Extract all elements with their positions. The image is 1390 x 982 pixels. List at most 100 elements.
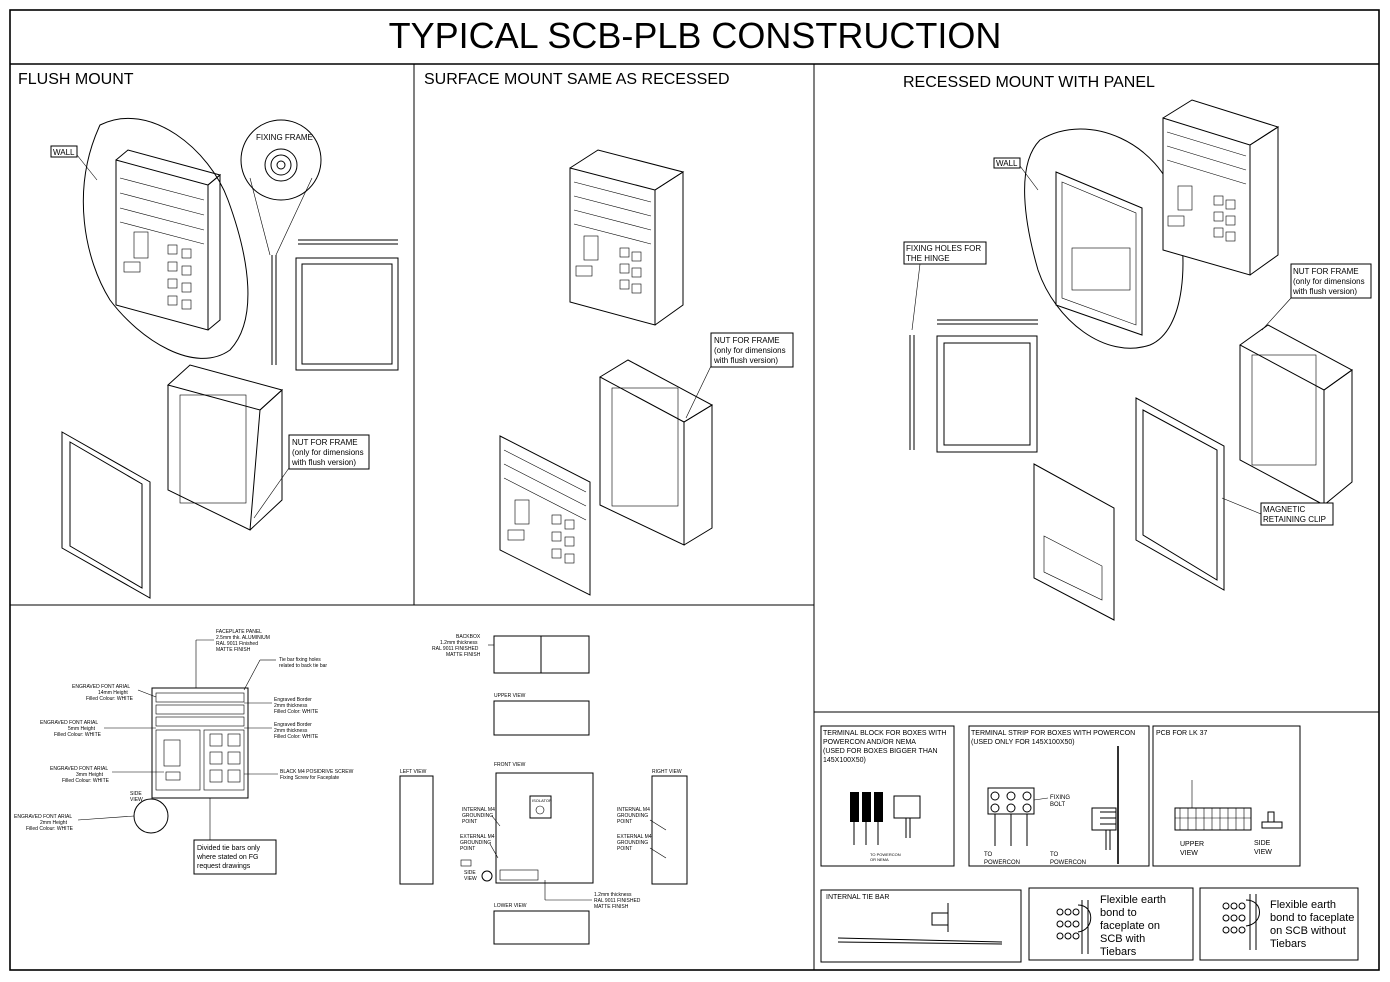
fp-font14-3: Filled Colour: WHITE [86, 696, 134, 702]
hinge-label-1: FIXING HOLES FOR [906, 244, 981, 253]
surface-backbox [598, 359, 714, 423]
fp-font5-3: Filled Colour: WHITE [54, 732, 102, 738]
flush-box-face [115, 159, 209, 331]
earth-with-5: Tiebars [1100, 946, 1137, 958]
int-gnd-r-2: GROUNDING [617, 813, 648, 819]
fp-label-4: MATTE FINISH [216, 647, 251, 653]
flush-nut-label-3: with flush version) [291, 458, 356, 467]
flush-nut-label-2: (only for dimensions [292, 448, 364, 457]
faceplate-detail-section: SIDE VIEW FACEPLATE PANEL 2.5mm thk. ALU… [14, 629, 354, 875]
clip-label-1: MAGNETIC [1263, 505, 1305, 514]
fp-font2-1: ENGRAVED FONT ARIAL [14, 814, 72, 820]
earth-with-1: Flexible earth [1100, 894, 1166, 906]
ov-thick-1: 1.2mm thickness [594, 892, 632, 898]
fixing-frame-label: FIXING FRAME [256, 133, 313, 142]
fp-font5-1: ENGRAVED FONT ARIAL [40, 720, 98, 726]
orthographic-views-section: BACKBOX 1.2mm thickness RAL 9011 FINISHE… [399, 634, 688, 945]
flush-box-details [119, 177, 205, 310]
magnetic-frame [1135, 397, 1225, 591]
ts-to1-1: TO [984, 852, 993, 858]
tb-title-3: (USED FOR BOXES BIGGER THAN [823, 748, 938, 755]
earth-with-2: bond to [1100, 907, 1137, 919]
ext-gnd-r-2: GROUNDING [617, 840, 648, 846]
page-title: TYPICAL SCB-PLB CONSTRUCTION [389, 15, 1002, 56]
fp-tiebar-1: Tie bar fixing holes [279, 657, 321, 663]
recessed-wall-outline [1024, 128, 1184, 349]
ov-thick-2: RAL 9011 FINISHED [594, 898, 641, 904]
lower-view [493, 910, 590, 945]
fp-font2-2: 2mm Height [40, 820, 68, 826]
tb-note-2: OR NEMA [870, 857, 889, 862]
recessed-fixing-frame [936, 335, 1038, 453]
fp-font14-2: 14mm Height [98, 690, 128, 696]
pcb-box [1152, 725, 1301, 867]
ext-gnd-r-1: EXTERNAL M4 [617, 834, 652, 840]
upper-view [493, 700, 590, 736]
fp-font3-1: ENGRAVED FONT ARIAL [50, 766, 108, 772]
left-view-label: LEFT VIEW [400, 769, 427, 775]
recessed-heading: RECESSED MOUNT WITH PANEL [903, 74, 1155, 91]
surface-heading: SURFACE MOUNT SAME AS RECESSED [424, 71, 730, 88]
pcb-upper-2: VIEW [1180, 850, 1198, 857]
int-gnd-r-3: POINT [617, 819, 632, 825]
pcb-side-1: SIDE [1254, 840, 1271, 847]
ts-title-1: TERMINAL STRIP FOR BOXES WITH POWERCON [971, 730, 1135, 737]
internal-tiebar-section: INTERNAL TIE BAR [820, 889, 1022, 963]
divided-note-3: request drawings [197, 863, 251, 870]
ov-side-2: VIEW [464, 876, 477, 882]
wall-label-box [50, 145, 78, 158]
recessed-panel-frame [1055, 171, 1143, 336]
ts-to2-1: TO [1050, 852, 1059, 858]
fp-tiebar-2: related to back tie bar [279, 663, 327, 669]
surface-nut-label-1: NUT FOR FRAME [714, 336, 780, 345]
pcb-title: PCB FOR LK 37 [1156, 730, 1207, 737]
earth-with-4: SCB with [1100, 933, 1145, 945]
sheet-border [9, 9, 1380, 971]
recessed-door [1033, 463, 1115, 621]
fp-label-1: FACEPLATE PANEL [216, 629, 262, 635]
faceplate-drawing [151, 687, 249, 799]
tb-title-2: POWERCON AND/OR NEMA [823, 739, 916, 746]
terminal-strip-section: TERMINAL STRIP FOR BOXES WITH POWERCON (… [968, 725, 1150, 867]
backbox-2: 1.2mm thickness [440, 640, 478, 646]
flush-heading: FLUSH MOUNT [18, 71, 134, 88]
fp-font2-3: Filled Colour: WHITE [26, 826, 74, 832]
fp-border1-3: Filled Color: WHITE [274, 709, 319, 715]
terminal-block-box [820, 725, 955, 867]
tiebar-title: INTERNAL TIE BAR [826, 894, 889, 901]
surface-nut-label-2: (only for dimensions [714, 346, 786, 355]
int-gnd-r-1: INTERNAL M4 [617, 807, 650, 813]
terminal-block-drawing [850, 792, 921, 845]
isolator-box [529, 795, 552, 819]
ov-side-1: SIDE [464, 870, 476, 876]
ext-gnd-r-3: POINT [617, 846, 632, 852]
front-view-label: FRONT VIEW [494, 762, 526, 768]
upper-view-label: UPPER VIEW [494, 693, 526, 699]
backbox-3: RAL 9011 FINISHED [432, 646, 479, 652]
fixing-frame-detail-circle [240, 119, 322, 201]
fp-side-1: SIDE [130, 791, 142, 797]
fp-side-2: VIEW [130, 797, 143, 803]
flush-backbox [166, 364, 284, 411]
flush-frame [61, 431, 151, 599]
side-view-circle [133, 798, 169, 834]
fixing-frame-outer [295, 257, 399, 371]
fp-screw-2: Fixing Screw for Faceplate [280, 775, 339, 781]
tb-title-1: TERMINAL BLOCK FOR BOXES WITH [823, 730, 946, 737]
recessed-mount-section: RECESSED MOUNT WITH PANEL WALL FIXING HO… [903, 74, 1372, 621]
earth-without-2: bond to faceplate [1270, 912, 1354, 924]
tiebar-box [820, 889, 1022, 963]
fp-border1-2: 2mm thickness [274, 703, 308, 709]
lower-view-label: LOWER VIEW [494, 903, 527, 909]
fp-font3-2: 3mm Height [76, 772, 104, 778]
left-view [399, 775, 434, 885]
ext-gnd-l-2: GROUNDING [460, 840, 491, 846]
divided-note-1: Divided tie bars only [197, 845, 261, 852]
fp-border2-2: 2mm thickness [274, 728, 308, 734]
wall-outline [82, 118, 249, 359]
pcb-drawing [1174, 780, 1283, 831]
ts-to1-2: POWERCON [984, 860, 1020, 866]
terminal-block-section: TERMINAL BLOCK FOR BOXES WITH POWERCON A… [820, 725, 955, 867]
tb-note-1: TO POWERCON [870, 852, 901, 857]
